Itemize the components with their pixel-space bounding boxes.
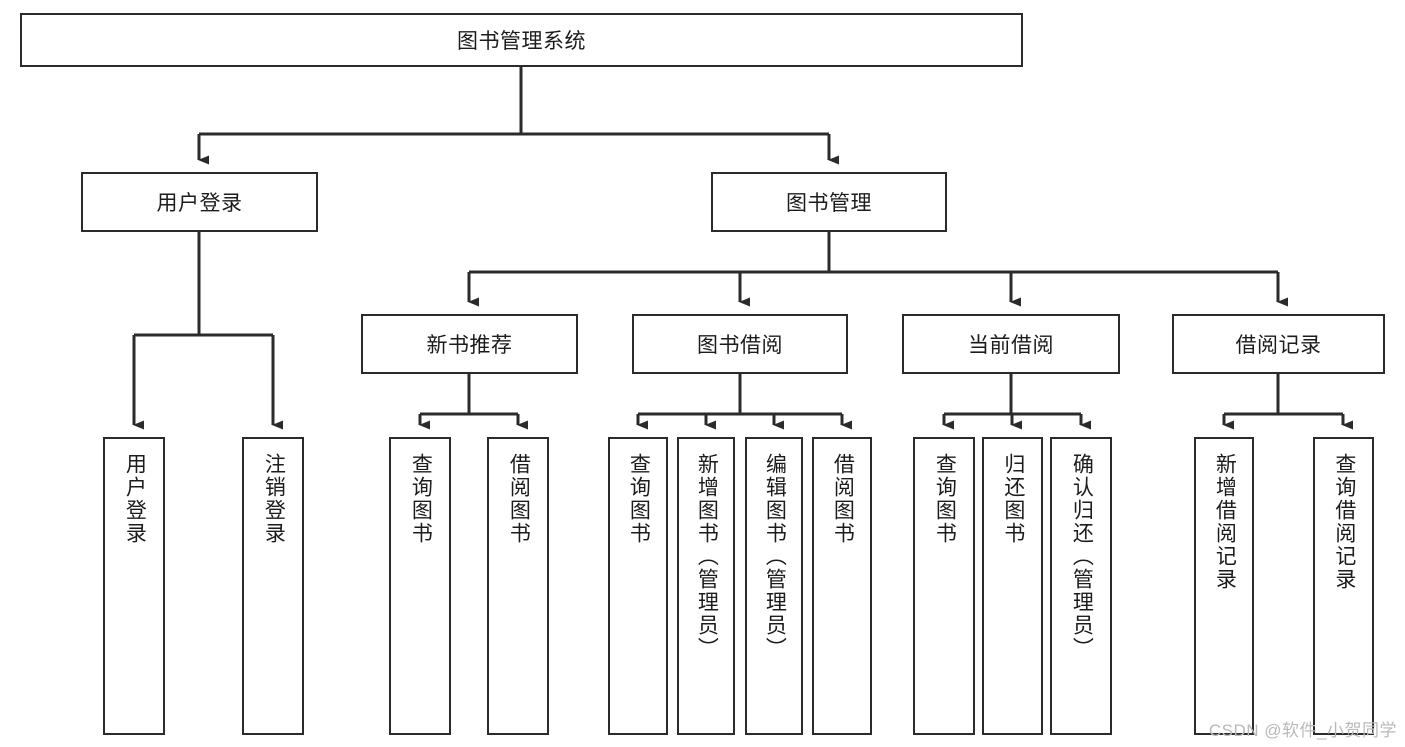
node-book-borrow-label: 图书借阅 [697,334,783,357]
node-add-book-admin-label: 新增图书（管理员） [695,453,719,660]
node-user-login-leaf[interactable]: 用户登录 [103,437,165,735]
node-borrow-record-label: 借阅记录 [1235,334,1322,357]
node-book-manage-label: 图书管理 [786,192,872,215]
node-borrow-record[interactable]: 借阅记录 [1172,314,1385,374]
node-add-borrow-record-label: 新增借阅记录 [1213,453,1237,591]
node-borrow-book-rec-label: 借阅图书 [507,453,531,545]
node-root[interactable]: 图书管理系统 [20,13,1023,67]
node-user-login[interactable]: 用户登录 [81,172,318,232]
node-query-book-borrow-label: 查询图书 [627,453,651,545]
node-edit-book-admin-label: 编辑图书（管理员） [763,453,787,660]
node-logout-leaf-label: 注销登录 [262,453,286,545]
node-add-borrow-record[interactable]: 新增借阅记录 [1194,437,1254,735]
node-query-book-current-label: 查询图书 [933,453,957,545]
node-confirm-return-admin[interactable]: 确认归还（管理员） [1050,437,1112,735]
node-query-borrow-record[interactable]: 查询借阅记录 [1313,437,1374,735]
node-borrow-book-rec[interactable]: 借阅图书 [487,437,549,735]
node-return-book-label: 归还图书 [1001,453,1025,545]
node-add-book-admin[interactable]: 新增图书（管理员） [677,437,735,735]
node-new-book-rec[interactable]: 新书推荐 [361,314,578,374]
node-logout-leaf[interactable]: 注销登录 [242,437,304,735]
node-query-book-current[interactable]: 查询图书 [913,437,975,735]
node-return-book[interactable]: 归还图书 [982,437,1043,735]
node-borrow-book[interactable]: 借阅图书 [812,437,872,735]
node-edit-book-admin[interactable]: 编辑图书（管理员） [745,437,803,735]
node-new-book-rec-label: 新书推荐 [426,334,513,357]
node-query-book-borrow[interactable]: 查询图书 [608,437,668,735]
node-book-manage[interactable]: 图书管理 [711,172,947,232]
node-borrow-book-label: 借阅图书 [831,453,855,545]
node-query-book-rec-label: 查询图书 [409,453,433,545]
node-user-login-label: 用户登录 [156,192,243,215]
node-query-book-rec[interactable]: 查询图书 [389,437,451,735]
node-user-login-leaf-label: 用户登录 [123,453,147,545]
node-current-borrow[interactable]: 当前借阅 [902,314,1120,374]
node-query-borrow-record-label: 查询借阅记录 [1332,453,1356,591]
node-confirm-return-admin-label: 确认归还（管理员） [1070,453,1094,660]
node-root-label: 图书管理系统 [457,30,586,53]
node-book-borrow[interactable]: 图书借阅 [632,314,848,374]
node-current-borrow-label: 当前借阅 [968,334,1054,357]
